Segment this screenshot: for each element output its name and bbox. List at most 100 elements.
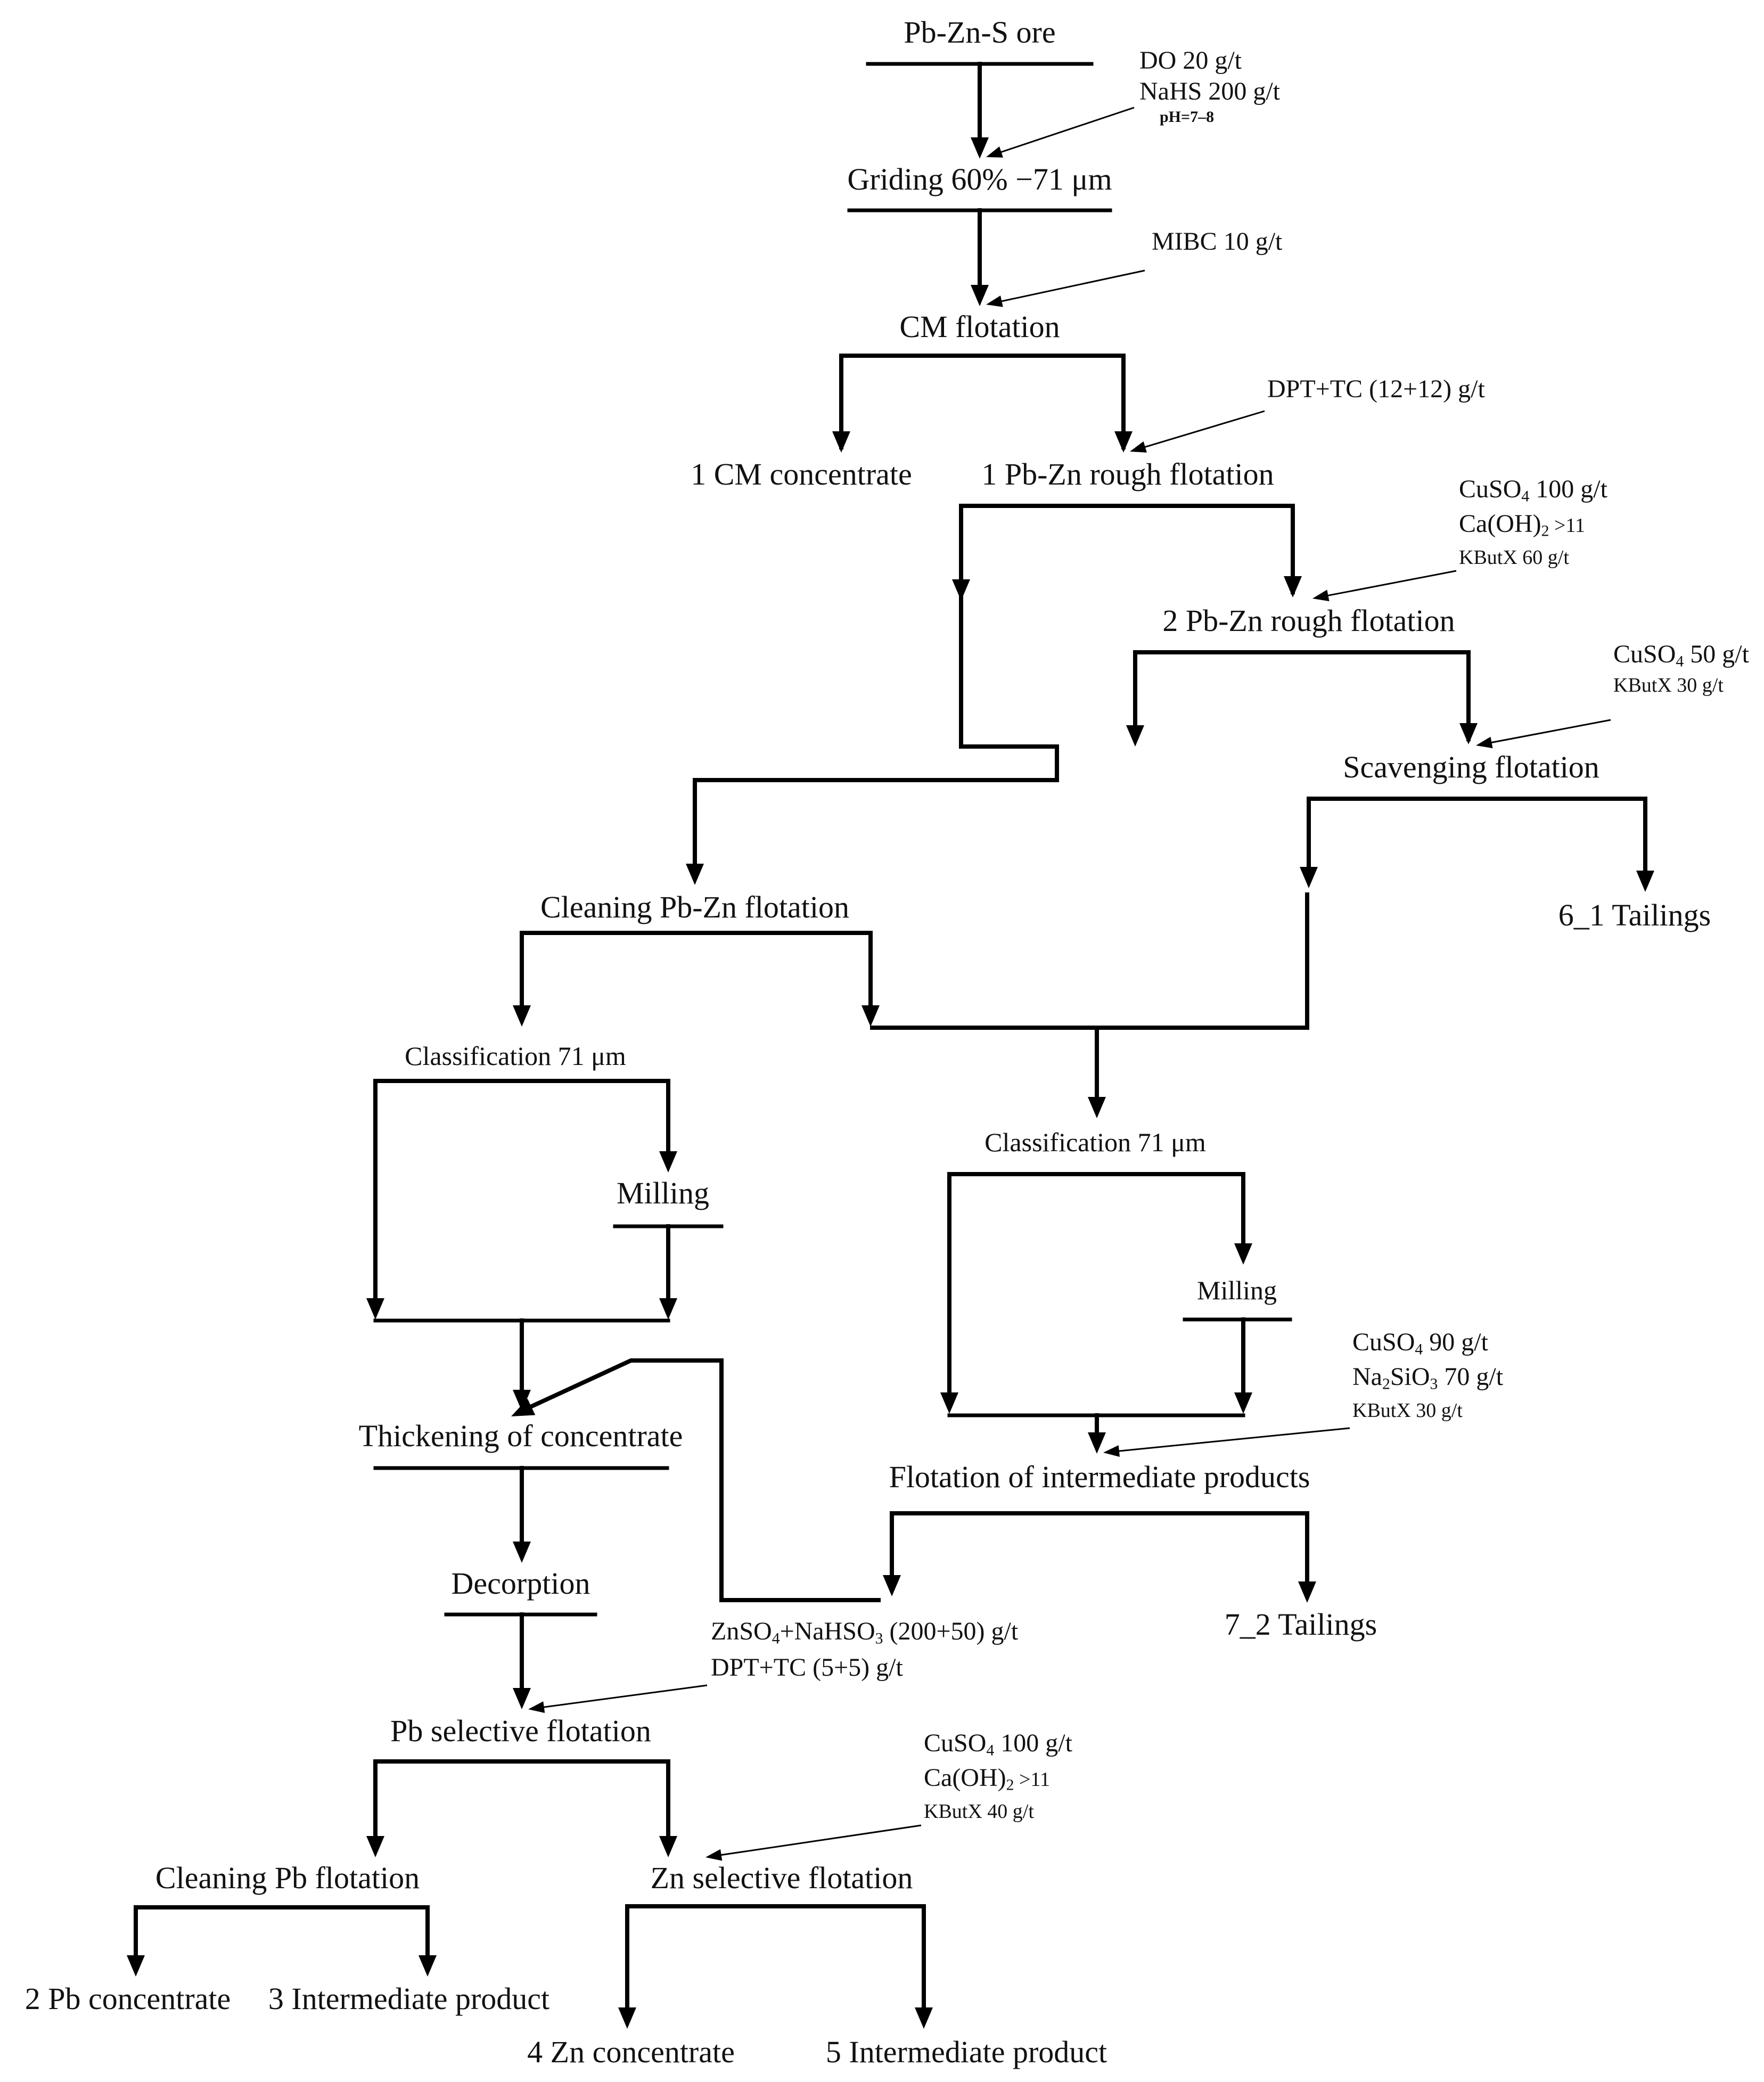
connector-line-25: [947, 1172, 1245, 1405]
reagent-line-54: [717, 1824, 922, 1857]
reagent-line-50: [1114, 1427, 1350, 1453]
reagent-caoh2-a: Ca(OH)2 >11: [1459, 510, 1586, 540]
arrowhead-27: [1234, 1392, 1252, 1414]
node-cleaning-pbzn-flotation: Cleaning Pb-Zn flotation: [540, 890, 849, 924]
reagent-cuso4-50: CuSO4 50 g/t: [1613, 640, 1749, 670]
reagent-arrowhead-51: [1103, 1445, 1120, 1457]
arrowhead-cleaning-pbzn: [686, 864, 704, 885]
arrowhead-scavenging: [1459, 723, 1478, 744]
arrowhead-30: [1088, 1432, 1106, 1454]
connector-line-14: [1133, 650, 1471, 741]
reagent-kbutx-60: KButX 60 g/t: [1459, 546, 1569, 569]
node-rough-flotation-2: 2 Pb-Zn rough flotation: [1162, 603, 1455, 638]
arrowhead-milling-left: [659, 1151, 677, 1173]
reagent-cuso4-100-a: CuSO4 100 g/t: [1459, 475, 1607, 505]
arrowhead-36: [513, 1688, 531, 1709]
connector-line-20: [373, 1079, 670, 1307]
arrowhead-22: [659, 1298, 677, 1319]
arrowhead-10: [971, 285, 989, 306]
node-milling-right: Milling: [1196, 1275, 1277, 1305]
node-zn-selective-flotation: Zn selective flotation: [650, 1860, 913, 1895]
arrowhead-intermediate-conc: [883, 1575, 901, 1596]
arrowhead-rough2-conc: [1126, 725, 1144, 747]
node-zn-concentrate: 4 Zn concentrate: [527, 2035, 735, 2069]
reagent-kbutx-30-b: KButX 30 g/t: [1352, 1399, 1463, 1422]
connector-line-13: [693, 599, 1059, 875]
node-pb-concentrate: 2 Pb concentrate: [24, 1981, 231, 2016]
arrowhead-intermediate-3: [419, 1955, 437, 1977]
connector-line-38: [134, 1905, 430, 1970]
arrowhead-right-undersize: [940, 1392, 958, 1414]
connector-line-37: [373, 1759, 670, 1849]
node-ore: Pb-Zn-S ore: [904, 15, 1056, 50]
reagent-line-40: [997, 106, 1135, 154]
node-pb-selective-flotation: Pb selective flotation: [390, 1714, 651, 1748]
arrowhead-rough1-conc: [952, 579, 970, 601]
arrowhead-cleaning-pb: [366, 1836, 384, 1857]
node-rough-flotation-1: 1 Pb-Zn rough flotation: [981, 457, 1274, 491]
reagent-arrowhead-55: [705, 1849, 723, 1861]
node-classification-left: Classification 71 μm: [405, 1041, 626, 1071]
connector-line-39: [625, 1904, 926, 2019]
arrowhead-tailings-7-2: [1298, 1581, 1316, 1603]
reagent-do: DO 20 g/t: [1139, 46, 1242, 75]
reagent-mibc: MIBC 10 g/t: [1152, 227, 1283, 256]
reagent-caoh2-b: Ca(OH)2 >11: [924, 1764, 1051, 1794]
arrowhead-zn-concentrate: [618, 2007, 636, 2029]
reagent-line-52: [539, 1684, 708, 1709]
arrowhead-pb-concentrate: [127, 1955, 145, 1977]
connector-line-12: [959, 504, 1295, 599]
arrowhead-left-undersize: [366, 1298, 384, 1319]
node-classification-right: Classification 71 μm: [984, 1127, 1206, 1157]
node-cm-concentrate: 1 CM concentrate: [691, 457, 912, 491]
arrowhead-8: [971, 137, 989, 159]
connector-line-31: [890, 1511, 1309, 1594]
connector-line-17: [520, 931, 873, 1019]
arrowhead-zn-selective: [659, 1836, 677, 1857]
node-flotation-of-intermediate-products: Flotation of intermediate products: [889, 1460, 1310, 1494]
arrowhead-34: [513, 1542, 531, 1563]
reagent-line-48: [1487, 719, 1611, 744]
arrowhead-thickening: [513, 1390, 531, 1411]
arrowhead-recycle-thickening: [511, 1398, 536, 1416]
reagent-line-46: [1324, 570, 1457, 597]
connector-line-11: [839, 354, 1126, 449]
node-scavenging-flotation: Scavenging flotation: [1343, 750, 1599, 784]
reagent-line-44: [1141, 410, 1265, 449]
arrowhead-tailings-6-1: [1636, 871, 1654, 892]
node-cm-flotation: CM flotation: [899, 309, 1060, 344]
reagent-arrowhead-41: [986, 146, 1003, 158]
reagent-ph: pH=7–8: [1160, 108, 1215, 126]
node-cleaning-pb-flotation: Cleaning Pb flotation: [155, 1860, 420, 1895]
reagent-arrowhead-49: [1476, 736, 1493, 749]
node-intermediate-product-3: 3 Intermediate product: [268, 1981, 550, 2016]
reagent-dpt-tc-12: DPT+TC (12+12) g/t: [1267, 375, 1485, 403]
node-tailings-6-1: 6_1 Tailings: [1558, 898, 1711, 932]
arrowhead-scav-return: [1300, 867, 1318, 888]
reagent-arrowhead-47: [1312, 589, 1330, 602]
node-milling-left: Milling: [616, 1176, 710, 1210]
arrowhead-rough2: [1284, 576, 1302, 597]
reagent-na2sio3: Na2SiO3 70 g/t: [1352, 1363, 1504, 1393]
reagent-line-42: [997, 269, 1145, 303]
arrowhead-merge-right: [862, 1005, 880, 1027]
reagent-arrowhead-53: [528, 1701, 545, 1713]
reagent-dpt-tc-5: DPT+TC (5+5) g/t: [711, 1653, 903, 1682]
arrowhead-classification-left: [513, 1005, 531, 1027]
arrowhead-cm-concentrate: [832, 431, 850, 453]
arrowhead-intermediate-5: [915, 2007, 933, 2029]
reagent-arrowhead-45: [1130, 441, 1147, 453]
connector-line-16: [870, 892, 1309, 1030]
reagent-nahs: NaHS 200 g/t: [1139, 77, 1280, 105]
reagent-cuso4-100-b: CuSO4 100 g/t: [924, 1729, 1072, 1759]
reagent-znso4-nahso3: ZnSO4+NaHSO3 (200+50) g/t: [711, 1617, 1019, 1647]
node-tailings-7-2: 7_2 Tailings: [1224, 1607, 1377, 1642]
connector-line-32: [524, 1358, 881, 1602]
reagent-kbutx-30-a: KButX 30 g/t: [1613, 674, 1724, 696]
reagent-arrowhead-43: [986, 295, 1003, 307]
node-intermediate-product-5: 5 Intermediate product: [825, 2035, 1107, 2069]
connector-line-15: [1307, 797, 1647, 880]
node-decorption: Decorption: [451, 1566, 590, 1601]
